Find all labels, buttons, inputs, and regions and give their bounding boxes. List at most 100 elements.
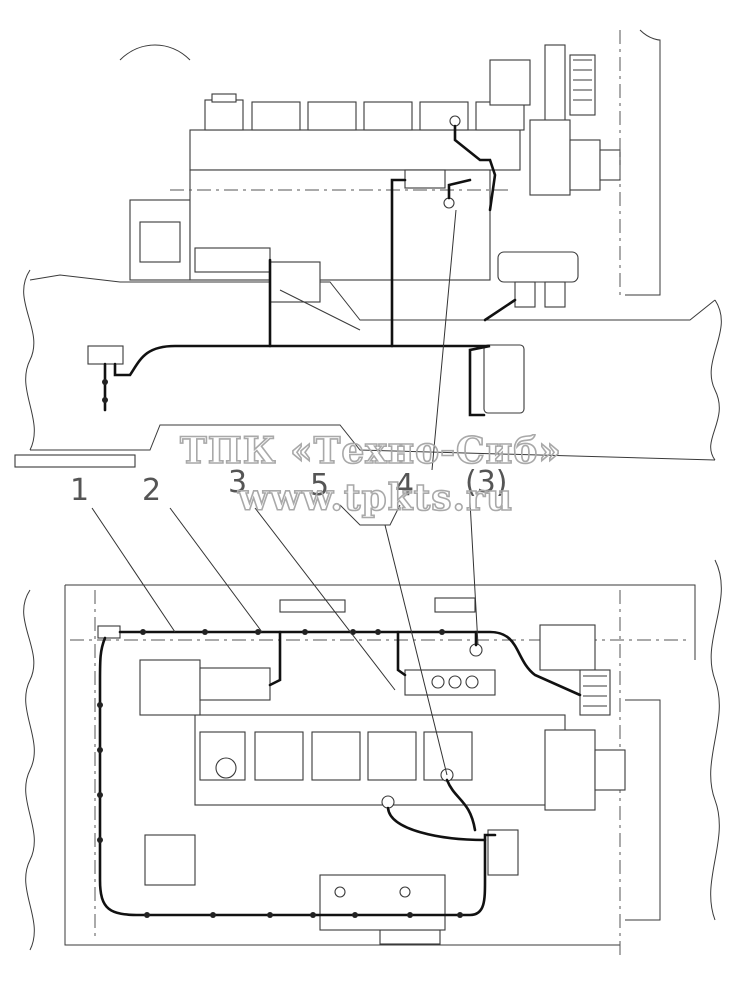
fuel-pump-leg-1 [514,281,536,308]
harness-connector-plan [97,625,121,639]
clip [310,912,316,918]
clip [102,397,108,403]
cylinder-cover-1 [204,99,244,131]
pump-port [465,675,479,689]
side-view [14,29,722,526]
frame-break-top [119,44,191,61]
pump-port [448,675,462,689]
bolt [334,886,346,898]
cylinder-cover-2 [251,101,301,131]
pump-port [431,675,445,689]
frame-break-left [23,269,35,451]
harness-main-side [103,344,491,417]
starter-plan [139,659,201,716]
leader-3-ref [431,209,479,646]
temp-sensor [449,115,461,127]
leader-3 [254,507,396,691]
clip [375,629,381,635]
callout-5: 5 [310,468,329,503]
harness-sensor-branch [390,178,407,348]
cylinder-cover-5 [419,101,469,131]
cylinder-cover-3 [307,101,357,131]
fan-plan [625,699,661,921]
watermark: ТПК «Техно-Сиб» www.tpkts.ru [179,429,562,520]
fuel-filter-plan [487,829,519,876]
clip [97,792,103,798]
callout-1: 1 [70,473,89,508]
harness-connector [87,345,124,365]
watermark-company: ТПК «Техно-Сиб» [180,430,562,472]
starter-body-plan [199,667,271,701]
water-pump-plan [544,729,596,811]
cylinder-4 [367,731,417,781]
starter-motor [194,247,271,273]
fan-blade [625,29,661,296]
clip [439,629,445,635]
watermark-url: www.tpkts.ru [237,477,513,519]
fuel-pump-leg-2 [544,281,566,308]
clip [202,629,208,635]
chassis-bottom [30,424,716,461]
clip [97,702,103,708]
clip [302,629,308,635]
clip [457,912,463,918]
clip [144,912,150,918]
callout-4: 4 [395,468,414,503]
callouts: 1 2 3 4 5 (3) [70,465,508,508]
oil-filler [215,757,237,779]
callout-3: 3 [228,465,247,500]
harness-coolant-plan [386,806,487,842]
clip [102,379,108,385]
engine-head [189,129,521,171]
harness-pump-plan [396,630,407,677]
harness-pump-branch [483,298,517,322]
fuel-pump [497,251,579,283]
clip [140,629,146,635]
compressor [489,59,531,106]
filler-cap [211,93,237,103]
frame-bracket [339,504,401,526]
leader-2 [169,507,263,633]
cylinder-3 [311,731,361,781]
chassis-top [29,274,716,321]
sensor-boss [404,169,446,189]
harness-temp-plan [445,778,477,832]
pulley-plan [579,669,611,716]
cylinder-2 [254,731,304,781]
fuel-filter [483,344,525,414]
harness-oil-branch [447,178,472,200]
cylinder-cover-6 [475,101,525,131]
leader-1 [91,507,176,633]
compressor-plan [539,624,596,671]
frame-break-right-plan [710,559,722,921]
frame-break-right [710,299,722,461]
leader-4 [384,524,448,776]
callout-3-ref: (3) [465,465,508,500]
oil-pressure-sensor [443,197,455,209]
gearbox-plan [144,834,196,886]
starter-solenoid [269,261,321,303]
coolant-sensor-plan [381,795,395,809]
clip [210,912,216,918]
fan-coupling [599,149,621,181]
clip [97,747,103,753]
plan-view [23,559,722,960]
clip [255,629,261,635]
harness-temp-branch [453,124,497,212]
cross-member-2 [434,597,476,613]
cylinder-cover-4 [363,101,413,131]
clip [267,912,273,918]
clips-bottom [144,912,463,918]
clip [407,912,413,918]
bolt [399,886,411,898]
fan-drive-plan [594,749,626,791]
leader-lines [91,209,479,776]
frame-outline [64,584,696,946]
frame-break-left-plan [23,589,35,951]
oil-pan-flange [319,874,446,931]
clip [97,837,103,843]
cross-member-3 [379,929,441,945]
water-pump [529,119,571,196]
harness-starter-plan [268,630,282,687]
